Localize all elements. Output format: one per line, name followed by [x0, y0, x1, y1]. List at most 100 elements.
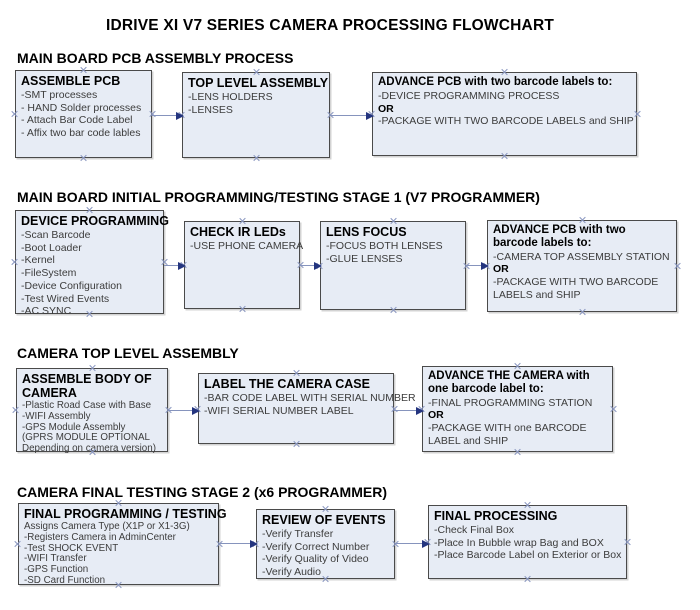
box-assemble-pcb: ASSEMBLE PCB -SMT processes - HAND Solde…	[15, 70, 152, 158]
box-line: -GPS Function	[24, 564, 89, 576]
connection-point-icon	[634, 110, 642, 118]
box-line: -Verify Quality of Video	[262, 553, 369, 566]
box-title: LABEL THE CAMERA CASE	[204, 377, 370, 391]
box-line: -Device Configuration	[21, 279, 122, 292]
box-line: - HAND Solder processes	[21, 101, 142, 114]
connection-point-icon	[392, 540, 400, 548]
box-label-camera-case: LABEL THE CAMERA CASE -BAR CODE LABEL WI…	[198, 373, 416, 444]
box-title: ADVANCE THE CAMERA with one barcode labe…	[428, 370, 590, 395]
box-check-ir-leds: CHECK IR LEDs -USE PHONE CAMERA	[184, 221, 304, 309]
box-line: -Place Barcode Label on Exterior or Box	[434, 549, 622, 562]
flow-arrow	[168, 406, 200, 415]
connection-point-icon	[11, 110, 19, 118]
box-review-of-events: REVIEW OF EVENTS -Verify Transfer -Verif…	[256, 509, 395, 579]
box-advance-camera: ADVANCE THE CAMERA with one barcode labe…	[422, 366, 613, 452]
connection-point-icon	[624, 538, 632, 546]
box-line: -Test Wired Events	[21, 292, 110, 305]
connection-point-icon	[391, 405, 399, 413]
connection-point-icon	[578, 216, 586, 224]
connection-point-icon	[514, 362, 522, 370]
box-advance-pcb-1: ADVANCE PCB with two barcode labels to: …	[372, 72, 637, 156]
box-line: -Kernel	[21, 254, 55, 267]
box-line-or: OR	[378, 102, 394, 115]
connection-point-icon	[610, 405, 618, 413]
box-line: -PACKAGE WITH one BARCODE LABEL and SHIP	[428, 422, 587, 447]
box-line: -CAMERA TOP ASSEMBLY STATION	[493, 250, 670, 263]
box-line: -AC SYNC	[21, 305, 72, 318]
box-title: ADVANCE PCB with two barcode labels to:	[493, 224, 626, 249]
box-title: FINAL PROCESSING	[434, 509, 558, 523]
box-line: -SMT processes	[21, 89, 98, 101]
box-title: REVIEW OF EVENTS	[262, 513, 386, 527]
connection-point-icon	[322, 505, 330, 513]
box-line: -LENSES	[188, 103, 233, 116]
connection-point-icon	[514, 448, 522, 456]
box-line: -Plastic Road Case with Base	[22, 400, 152, 411]
flow-arrow	[219, 539, 258, 548]
box-line: - Attach Bar Code Label	[21, 114, 133, 127]
connection-point-icon	[238, 217, 246, 225]
flow-arrow	[330, 111, 374, 120]
flow-arrow	[164, 261, 186, 270]
connection-point-icon	[252, 154, 260, 162]
box-line: (GPRS MODULE OPTIONAL	[22, 432, 150, 444]
box-line: -Verify Audio	[262, 566, 321, 579]
section-heading-pcb-assembly: MAIN BOARD PCB ASSEMBLY PROCESS	[17, 50, 294, 66]
box-line: -LENS HOLDERS	[188, 91, 273, 103]
box-lens-focus: LENS FOCUS -FOCUS BOTH LENSES -GLUE LENS…	[320, 221, 466, 310]
connection-point-icon	[88, 364, 96, 372]
box-title: TOP LEVEL ASSEMBLY	[188, 76, 329, 90]
connection-point-icon	[578, 308, 586, 316]
connection-point-icon	[501, 68, 509, 76]
connection-point-icon	[216, 540, 224, 548]
box-top-level-assembly: TOP LEVEL ASSEMBLY -LENS HOLDERS -LENSES	[182, 72, 330, 158]
box-final-processing: FINAL PROCESSING -Check Final Box -Place…	[428, 505, 627, 579]
box-assemble-body: ASSEMBLE BODY OF CAMERA -Plastic Road Ca…	[16, 368, 168, 454]
box-line: -WIFI SERIAL NUMBER LABEL	[204, 404, 354, 417]
box-title: DEVICE PROGRAMMING	[21, 214, 169, 228]
box-line-or: OR	[428, 409, 444, 422]
flow-arrow	[466, 261, 489, 270]
connection-point-icon	[80, 154, 88, 162]
box-title: ASSEMBLE PCB	[21, 74, 121, 88]
box-line-or: OR	[493, 263, 509, 276]
section-heading-final-testing: CAMERA FINAL TESTING STAGE 2 (x6 PROGRAM…	[17, 484, 387, 500]
box-line: -Verify Correct Number	[262, 540, 370, 553]
connection-point-icon	[292, 369, 300, 377]
box-title: FINAL PROGRAMMING / TESTING	[24, 507, 227, 521]
connection-point-icon	[149, 110, 157, 118]
box-line: -BAR CODE LABEL WITH SERIAL NUMBER	[204, 392, 416, 404]
connection-point-icon	[252, 68, 260, 76]
flow-arrow	[300, 261, 322, 270]
box-line: -Scan Barcode	[21, 229, 91, 241]
connection-point-icon	[524, 575, 532, 583]
connection-point-icon	[292, 440, 300, 448]
box-line: -DEVICE PROGRAMMING PROCESS	[378, 89, 560, 102]
connection-point-icon	[12, 406, 20, 414]
connection-point-icon	[86, 206, 94, 214]
connection-point-icon	[389, 306, 397, 314]
box-line: -Registers Camera in AdminCenter	[24, 531, 176, 543]
box-title: LENS FOCUS	[326, 225, 407, 239]
connection-point-icon	[14, 540, 22, 548]
box-line: -USE PHONE CAMERA	[190, 240, 304, 252]
box-line: - Affix two bar code lables	[21, 127, 141, 140]
box-line: -Boot Loader	[21, 241, 82, 254]
box-title: CHECK IR LEDs	[190, 225, 286, 239]
flowchart-title: IDRIVE XI V7 SERIES CAMERA PROCESSING FL…	[105, 17, 555, 34]
box-line: -SD Card Function	[24, 574, 106, 586]
box-device-programming: DEVICE PROGRAMMING -Scan Barcode -Boot L…	[15, 210, 169, 317]
flow-arrow	[395, 539, 430, 548]
connection-point-icon	[11, 258, 19, 266]
box-line: -Check Final Box	[434, 524, 514, 536]
section-heading-camera-top: CAMERA TOP LEVEL ASSEMBLY	[17, 345, 239, 361]
connection-point-icon	[238, 305, 246, 313]
box-line: -FINAL PROGRAMMING STATION	[428, 396, 593, 409]
flow-arrow	[152, 111, 184, 120]
box-title: ADVANCE PCB with two barcode labels to:	[378, 76, 613, 88]
box-advance-pcb-2: ADVANCE PCB with two barcode labels to: …	[487, 220, 677, 312]
box-line: -WIFI Transfer	[24, 553, 87, 565]
section-heading-stage1: MAIN BOARD INITIAL PROGRAMMING/TESTING S…	[17, 189, 540, 205]
flow-arrow	[394, 406, 424, 415]
